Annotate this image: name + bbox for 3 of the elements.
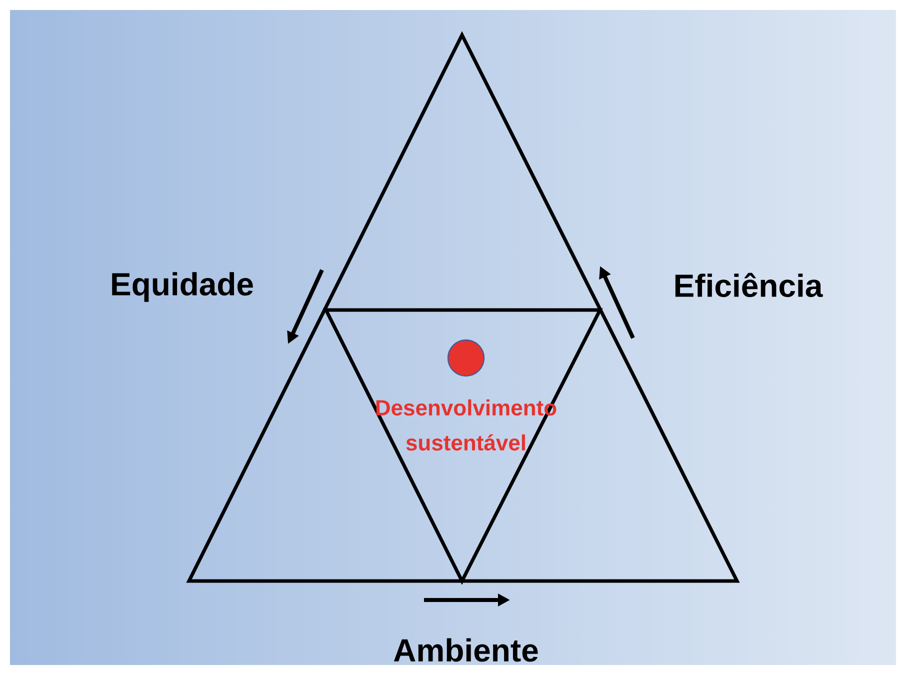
axis-label: Ambiente — [394, 638, 538, 662]
axis-label: Equidade — [112, 272, 253, 302]
axis-label: Eficiência — [675, 272, 823, 298]
